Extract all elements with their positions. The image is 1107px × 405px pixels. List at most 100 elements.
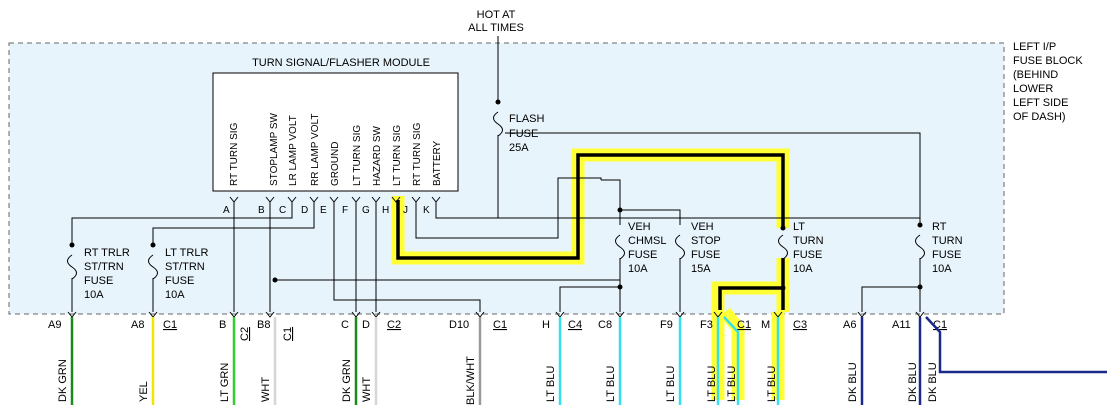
svg-text:FUSE: FUSE	[628, 249, 657, 261]
svg-text:LT TURN SIG: LT TURN SIG	[352, 125, 363, 186]
wire-runs	[70, 316, 1107, 405]
svg-text:STOP: STOP	[691, 235, 721, 247]
wire-label-5: WHT	[361, 377, 373, 402]
svg-text:F9: F9	[660, 319, 673, 331]
svg-text:FUSE: FUSE	[932, 249, 961, 261]
svg-text:D: D	[301, 205, 308, 216]
svg-text:GROUND: GROUND	[330, 142, 341, 186]
flasher-module	[212, 72, 459, 192]
svg-text:(BEHIND: (BEHIND	[1013, 69, 1058, 81]
svg-text:FLASH: FLASH	[509, 113, 545, 125]
svg-text:ST/TRN: ST/TRN	[84, 261, 124, 273]
svg-text:10A: 10A	[84, 289, 104, 301]
svg-text:A8: A8	[131, 319, 144, 331]
svg-text:FUSE: FUSE	[84, 275, 113, 287]
hot-label-1: HOT AT	[477, 9, 516, 21]
wire-label-15: DK BLU	[927, 362, 939, 402]
svg-text:10A: 10A	[793, 263, 813, 275]
svg-text:LEFT SIDE: LEFT SIDE	[1013, 97, 1068, 109]
svg-text:FUSE: FUSE	[793, 249, 822, 261]
fuse-symbols	[67, 111, 925, 280]
svg-text:F: F	[342, 205, 348, 216]
svg-text:15A: 15A	[691, 263, 711, 275]
wire-label-1: YEL	[138, 381, 150, 402]
svg-text:LT: LT	[793, 221, 805, 233]
svg-text:TURN: TURN	[793, 235, 824, 247]
bold-circuit	[396, 153, 785, 310]
svg-text:FUSE: FUSE	[691, 249, 720, 261]
wire-label-6: BLK/WHT	[465, 356, 477, 405]
wire-label-2: LT GRN	[219, 363, 231, 402]
svg-text:A9: A9	[48, 319, 61, 331]
svg-text:FUSE BLOCK: FUSE BLOCK	[1013, 55, 1083, 67]
svg-text:10A: 10A	[932, 263, 952, 275]
svg-text:J: J	[403, 205, 408, 216]
svg-text:25A: 25A	[509, 142, 529, 154]
svg-text:G: G	[362, 205, 370, 216]
svg-text:C1: C1	[282, 327, 294, 341]
svg-text:H: H	[542, 319, 550, 331]
junction-dots	[69, 99, 923, 291]
svg-text:A11: A11	[892, 319, 911, 331]
wire-label-14: DK BLU	[907, 362, 919, 402]
svg-text:B8: B8	[257, 319, 270, 331]
svg-text:RR LAMP VOLT: RR LAMP VOLT	[310, 114, 321, 186]
svg-text:FUSE: FUSE	[165, 275, 194, 287]
wire-label-0: DK GRN	[57, 359, 69, 402]
svg-text:C3: C3	[793, 319, 807, 331]
svg-text:H: H	[382, 205, 389, 216]
svg-text:CHMSL: CHMSL	[628, 235, 667, 247]
module-title: TURN SIGNAL/FLASHER MODULE	[252, 57, 430, 69]
wire-label-7: LT BLU	[545, 366, 557, 402]
svg-text:LOWER: LOWER	[1013, 83, 1053, 95]
svg-text:C1: C1	[493, 319, 507, 331]
svg-text:STOPLAMP SW: STOPLAMP SW	[269, 112, 280, 186]
fuse-block-caption: LEFT I/P FUSE BLOCK (BEHIND LOWER LEFT S…	[1013, 41, 1083, 123]
svg-text:C8: C8	[598, 319, 612, 331]
wire-label-11: LT BLU	[726, 366, 738, 402]
svg-text:C2: C2	[387, 319, 401, 331]
svg-text:A6: A6	[843, 319, 856, 331]
svg-text:M: M	[761, 319, 770, 331]
fuse-block-outline	[8, 42, 1005, 315]
svg-text:C: C	[279, 205, 286, 216]
wire-label-8: LT BLU	[605, 366, 617, 402]
svg-text:F3: F3	[700, 319, 713, 331]
svg-text:10A: 10A	[165, 289, 185, 301]
svg-text:VEH: VEH	[691, 221, 714, 233]
wire-label-4: DK GRN	[341, 359, 353, 402]
svg-text:FUSE: FUSE	[509, 128, 538, 140]
svg-text:OF DASH): OF DASH)	[1013, 111, 1066, 123]
wire-label-12: LT BLU	[766, 366, 778, 402]
svg-text:E: E	[320, 205, 327, 216]
svg-text:HAZARD SW: HAZARD SW	[372, 125, 383, 186]
wire-run-11	[723, 316, 740, 405]
wire-label-9: LT BLU	[665, 366, 677, 402]
svg-text:VEH: VEH	[628, 221, 651, 233]
wire-label-13: DK BLU	[847, 362, 859, 402]
svg-text:B: B	[219, 319, 226, 331]
svg-text:C: C	[341, 319, 349, 331]
svg-text:LR LAMP VOLT: LR LAMP VOLT	[288, 115, 299, 186]
svg-text:10A: 10A	[628, 263, 648, 275]
fuse-labels: FLASH FUSE 25A RT TRLR ST/TRN FUSE 10A L…	[84, 113, 963, 301]
wire-label-3: WHT	[260, 377, 272, 402]
svg-text:K: K	[423, 205, 430, 216]
module-pin-labels: RT TURN SIG STOPLAMP SW LR LAMP VOLT RR …	[229, 112, 443, 186]
svg-text:A: A	[223, 205, 230, 216]
svg-text:D: D	[362, 319, 370, 331]
svg-text:RT TRLR: RT TRLR	[84, 247, 130, 259]
svg-text:B: B	[258, 205, 265, 216]
svg-text:LT TRLR: LT TRLR	[165, 247, 208, 259]
svg-text:ST/TRN: ST/TRN	[165, 261, 205, 273]
svg-text:C1: C1	[163, 319, 177, 331]
hot-label-2: ALL TIMES	[468, 22, 524, 34]
svg-text:LEFT I/P: LEFT I/P	[1013, 41, 1056, 53]
wire-run-15	[925, 316, 1107, 374]
wire-label-10: LT BLU	[706, 366, 718, 402]
svg-text:RT: RT	[932, 221, 947, 233]
svg-text:C4: C4	[568, 319, 582, 331]
svg-text:RT TURN SIG: RT TURN SIG	[412, 122, 423, 186]
wire-labels: DK GRN YEL LT GRN WHT DK GRN WHT BLK/WHT…	[57, 356, 939, 405]
